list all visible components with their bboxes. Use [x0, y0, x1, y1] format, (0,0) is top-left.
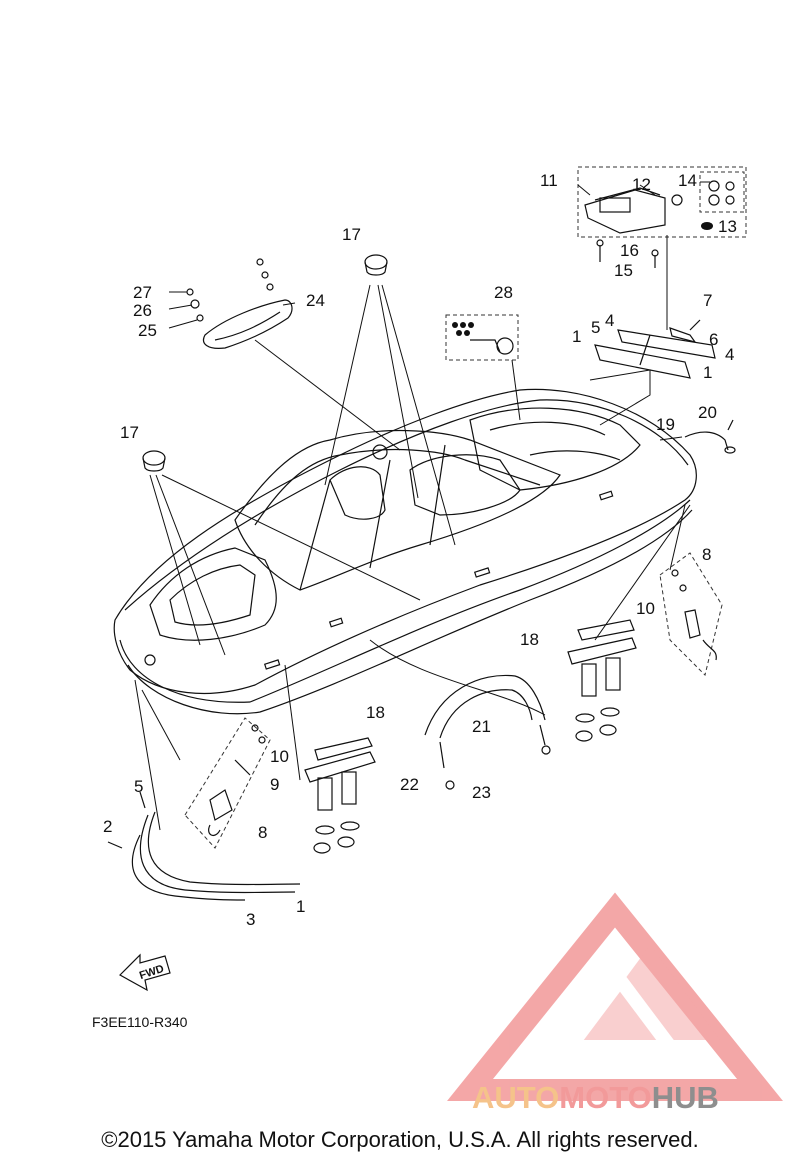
seat-base-assembly: [577, 166, 747, 330]
watermark-hub: HUB: [651, 1080, 719, 1115]
callout-1-right: 1: [703, 363, 712, 382]
callout-22: 22: [400, 775, 419, 794]
callout-5-left: 5: [134, 777, 143, 796]
callout-25: 25: [138, 321, 157, 340]
callout-24: 24: [306, 291, 325, 310]
callout-18-right: 18: [520, 630, 539, 649]
callout-18-left: 18: [366, 703, 385, 722]
callout-5-top: 5: [591, 318, 600, 337]
callout-17-top: 17: [342, 225, 361, 244]
callout-27: 27: [133, 283, 152, 302]
cup-holders: [142, 254, 388, 472]
callout-23: 23: [472, 783, 491, 802]
callout-7: 7: [703, 291, 712, 310]
fwd-arrow-icon: FWD: [119, 953, 171, 992]
callout-labels: 11 12 14 13 16 15 17 17 27 26 25 24 28 7…: [103, 171, 737, 929]
plug-assembly: [445, 314, 519, 361]
callout-4-right: 4: [725, 345, 734, 364]
callout-1-top: 1: [572, 327, 581, 346]
leader-lines: [134, 181, 710, 831]
callout-2: 2: [103, 817, 112, 836]
cleat-rear: [567, 619, 637, 742]
tow-eye: [684, 419, 736, 454]
callout-8-left: 8: [258, 823, 267, 842]
bow-eye-left: [184, 717, 271, 849]
watermark-moto: MOTO: [559, 1080, 652, 1115]
grab-handle: [186, 258, 293, 349]
diagram-code: F3EE110-R340: [92, 1014, 188, 1030]
callout-1-bottom: 1: [296, 897, 305, 916]
callout-21: 21: [472, 717, 491, 736]
callout-9: 9: [270, 775, 279, 794]
cleat-front: [304, 737, 376, 854]
callout-15: 15: [614, 261, 633, 280]
watermark-text: AUTOMOTOHUB: [472, 1080, 719, 1116]
callout-12: 12: [632, 175, 651, 194]
callout-16: 16: [620, 241, 639, 260]
callout-10-left: 10: [270, 747, 289, 766]
copyright-notice: ©2015 Yamaha Motor Corporation, U.S.A. A…: [101, 1127, 699, 1152]
automotohub-logo: [447, 892, 783, 1101]
callout-28: 28: [494, 283, 513, 302]
trim-strips: [107, 791, 301, 901]
callout-17-left: 17: [120, 423, 139, 442]
callout-26: 26: [133, 301, 152, 320]
bow-eye-right: [659, 552, 723, 676]
callout-6: 6: [709, 330, 718, 349]
callout-11: 11: [540, 171, 558, 190]
fwd-label: FWD: [138, 963, 166, 982]
callout-8-right: 8: [702, 545, 711, 564]
callout-4-top: 4: [605, 311, 614, 330]
callout-20: 20: [698, 403, 717, 422]
callout-3: 3: [246, 910, 255, 929]
boat-hull: [113, 388, 697, 715]
callout-19: 19: [656, 415, 675, 434]
callout-14: 14: [678, 171, 697, 190]
callout-13: 13: [718, 217, 737, 236]
callout-10-right: 10: [636, 599, 655, 618]
watermark-auto: AUTO: [472, 1080, 560, 1115]
seat-rails: [589, 319, 716, 426]
